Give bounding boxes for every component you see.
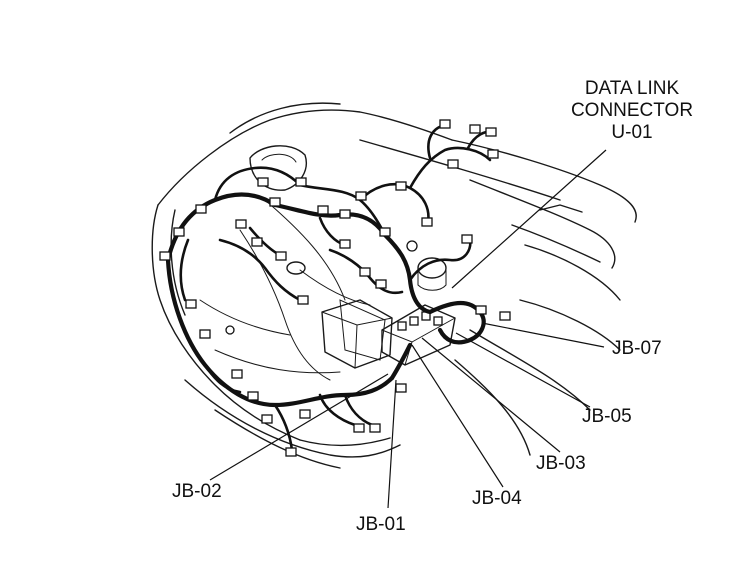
dlc-label: DATA LINK CONNECTOR U-01 [558,78,706,144]
dlc-label-line3: U-01 [611,122,653,143]
leader-jb01 [387,379,397,509]
jb02-label: JB-02 [172,481,222,502]
leader-jb03 [421,337,561,453]
leader-jb04 [411,344,504,488]
jb05-label: JB-05 [582,406,632,427]
wiring-harness [165,123,497,452]
jb04-label: JB-04 [472,488,522,509]
harness-connectors [159,119,511,457]
leader-jb02 [209,373,389,481]
vehicle-body-outline [151,102,637,469]
dlc-label-line1: DATA LINK [584,78,680,99]
jb07-label: JB-07 [612,338,662,359]
leader-jb05 [455,332,591,408]
jb03-label: JB-03 [536,453,586,474]
leader-lines [209,149,607,509]
leader-jb07 [481,322,605,348]
leader-dlc [451,149,607,289]
dlc-label-line2: CONNECTOR [570,100,694,121]
jb01-label: JB-01 [356,514,406,535]
